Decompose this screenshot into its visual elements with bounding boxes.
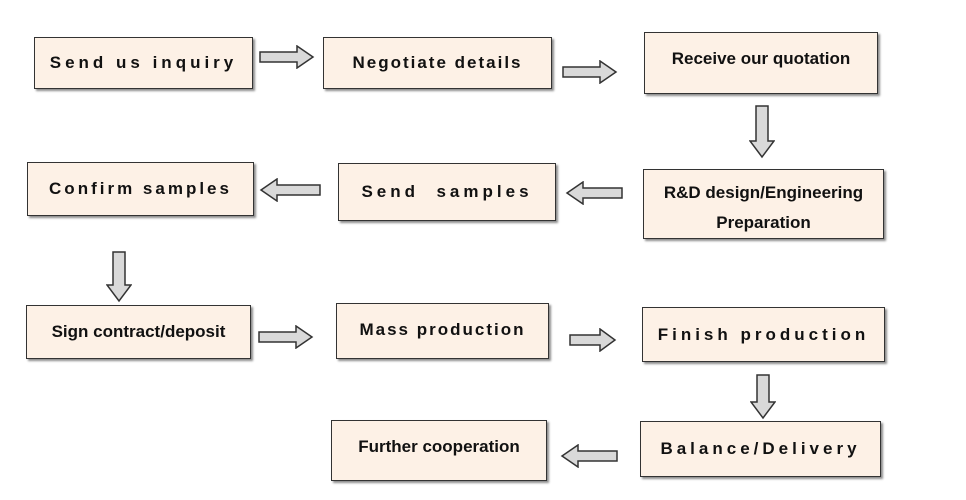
step-label: Sign contract/deposit [51, 322, 226, 341]
step-balance-delivery: Balance/Delivery [640, 421, 881, 477]
step-rd-design-engineering: R&D design/Engineering Preparation [643, 169, 884, 239]
arrow-left-icon [560, 444, 618, 468]
step-finish-production: Finish production [642, 307, 885, 362]
step-label: Confirm samples [49, 179, 232, 198]
step-send-samples: Send samples [338, 163, 556, 221]
step-sign-contract-deposit: Sign contract/deposit [26, 305, 251, 359]
step-confirm-samples: Confirm samples [27, 162, 254, 216]
arrow-right-icon [259, 45, 315, 69]
step-label: Receive our quotation [671, 49, 851, 68]
step-receive-our-quotation: Receive our quotation [644, 32, 878, 94]
step-label: Send samples [361, 182, 533, 202]
step-label: R&D design/Engineering Preparation [663, 183, 864, 232]
step-further-cooperation: Further cooperation [331, 420, 547, 481]
arrow-left-icon [565, 181, 623, 205]
step-label: Further cooperation [358, 437, 520, 456]
arrow-down-icon [750, 374, 776, 420]
step-label: Finish production [657, 324, 870, 344]
arrow-down-icon [749, 105, 775, 159]
step-mass-production: Mass production [336, 303, 549, 359]
step-label: Mass production [359, 320, 526, 339]
step-label: Send us inquiry [49, 53, 238, 73]
step-label: Negotiate details [352, 53, 523, 73]
step-send-us-inquiry: Send us inquiry [34, 37, 253, 89]
arrow-right-icon [569, 328, 617, 352]
arrow-left-icon [259, 178, 321, 202]
step-negotiate-details: Negotiate details [323, 37, 552, 89]
arrow-down-icon [106, 251, 132, 303]
arrow-right-icon [258, 325, 314, 349]
step-label: Balance/Delivery [660, 439, 861, 459]
arrow-right-icon [562, 60, 618, 84]
